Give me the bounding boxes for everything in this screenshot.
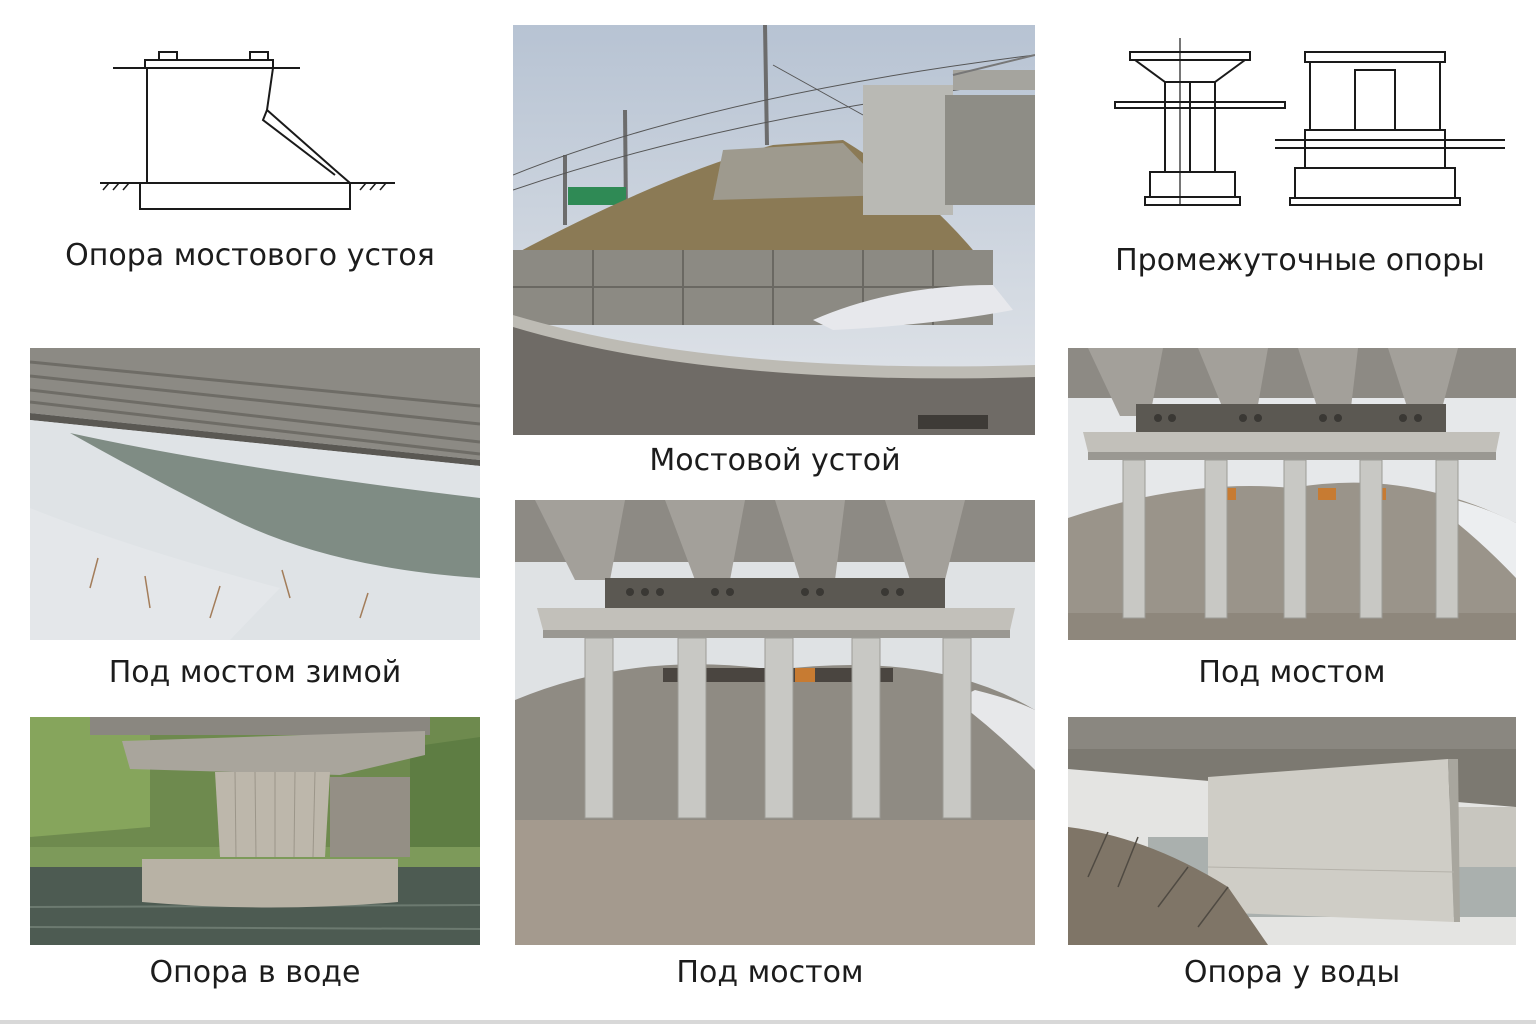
abutment-photo bbox=[513, 25, 1035, 435]
caption-pier-water: Опора в воде bbox=[149, 955, 361, 990]
pier-near-water-svg bbox=[1068, 717, 1516, 945]
caption-pier-near-water: Опора у воды bbox=[1183, 955, 1401, 990]
caption-intermediate-drawing: Промежуточные опоры bbox=[1115, 243, 1485, 278]
caption-under-center: Под мостом bbox=[676, 955, 864, 990]
caption-abutment-photo: Мостовой устой bbox=[649, 443, 901, 478]
pier-in-water-svg bbox=[30, 717, 480, 945]
winter-photo bbox=[30, 348, 480, 640]
abutment-drawing bbox=[95, 40, 405, 220]
caption-abutment-drawing: Опора мостового устоя bbox=[65, 238, 435, 273]
intermediate-piers-drawing bbox=[1110, 30, 1510, 215]
abutment-drawing-svg bbox=[100, 51, 395, 210]
pier-near-water-photo bbox=[1068, 717, 1516, 945]
bottom-divider bbox=[0, 1020, 1536, 1024]
intermediate-piers-svg bbox=[1114, 38, 1505, 206]
winter-photo-svg bbox=[30, 348, 480, 640]
caption-winter-photo: Под мостом зимой bbox=[108, 655, 402, 690]
under-bridge-photo-center bbox=[515, 500, 1035, 945]
under-bridge-center-svg bbox=[515, 500, 1035, 945]
under-bridge-right-svg bbox=[1068, 348, 1516, 640]
abutment-photo-svg bbox=[513, 25, 1035, 435]
caption-under-right: Под мостом bbox=[1198, 655, 1386, 690]
pier-in-water-photo bbox=[30, 717, 480, 945]
under-bridge-photo-right bbox=[1068, 348, 1516, 640]
